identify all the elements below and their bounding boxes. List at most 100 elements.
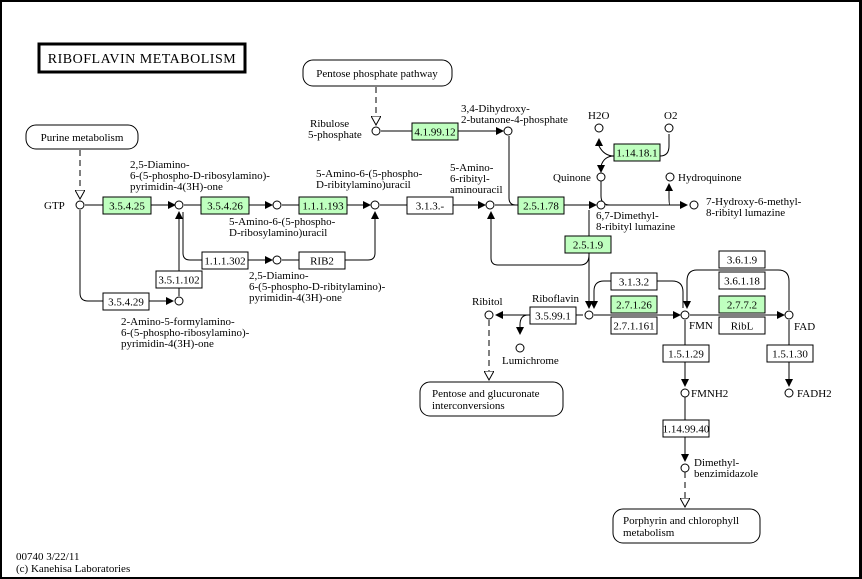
enzyme-3-6-1-18[interactable]: 3.6.1.18	[718, 271, 766, 290]
enzyme-box[interactable]	[718, 271, 766, 290]
compound-amino-ribosylamino-uracil[interactable]: 5-Amino-6-(5-phospho- D-ribosylamino)ura…	[229, 200, 336, 239]
enzyme-box[interactable]	[102, 196, 152, 215]
compound-dihydroxybutanone-phosphate[interactable]: 3,4-Dihydroxy- 2-butanone-4-phosphate	[461, 103, 568, 136]
compound-amino-ribitylamino-uracil[interactable]: 5-Amino-6-(5-phospho- D-ribitylamino)ura…	[316, 168, 423, 210]
enzyme-box[interactable]	[662, 419, 710, 438]
compound-ribulose-5-phosphate[interactable]: Ribulose 5-phosphate	[308, 118, 381, 141]
svg-text:6,7-Dimethyl-: 6,7-Dimethyl-	[596, 210, 659, 222]
enzyme-label: 1.14.18.1	[616, 148, 657, 160]
enzyme-box[interactable]	[406, 196, 454, 215]
enzyme-4-1-99-12[interactable]: 4.1.99.12	[411, 122, 459, 141]
enzyme-box[interactable]	[613, 143, 661, 162]
enzyme-label: 3.5.99.1	[535, 311, 571, 323]
enzyme-label: RIB2	[310, 256, 334, 268]
enzyme-3-5-4-25[interactable]: 3.5.4.25	[102, 196, 152, 215]
enzyme-box[interactable]	[610, 316, 658, 335]
enzyme-2-5-1-78[interactable]: 2.5.1.78	[517, 196, 565, 215]
enzyme-1-5-1-29[interactable]: 1.5.1.29	[662, 344, 710, 363]
enzyme-3-1-3-2[interactable]: 3.1.3.2	[610, 272, 658, 291]
copyright: (c) Kanehisa Laboratories	[16, 563, 130, 575]
enzyme-box[interactable]	[298, 251, 346, 270]
enzyme-label: 3.6.1.18	[724, 276, 760, 288]
enzyme-box[interactable]	[610, 272, 658, 291]
compound-quinone[interactable]: Quinone	[553, 172, 606, 184]
svg-text:Ribulose: Ribulose	[310, 118, 349, 130]
enzyme-label: 3.6.1.9	[727, 255, 758, 267]
pathway-pentose-glucuronate[interactable]: Pentose and glucuronate interconversions	[419, 381, 564, 417]
enzyme-ribl[interactable]: RibL	[718, 316, 766, 335]
compound-fmn[interactable]: FMN	[680, 310, 713, 332]
enzyme-3-5-4-29[interactable]: 3.5.4.29	[102, 292, 150, 311]
compound-amino-ribityl-aminouracil[interactable]: 5-Amino- 6-ribityl- aminouracil	[450, 162, 503, 210]
svg-text:pyrimidin-4(3H)-one: pyrimidin-4(3H)-one	[130, 181, 223, 193]
pathway-pentose-phosphate[interactable]: Pentose phosphate pathway	[302, 59, 453, 87]
enzyme-3-5-1-102[interactable]: 3.5.1.102	[155, 270, 203, 289]
enzyme-box[interactable]	[517, 196, 565, 215]
compound-fadh2[interactable]: FADH2	[784, 388, 832, 400]
svg-text:interconversions: interconversions	[432, 400, 505, 412]
compound-lumichrome[interactable]: Lumichrome	[502, 343, 559, 367]
enzyme-box[interactable]	[662, 344, 710, 363]
compound-dimethyl-ribityl-lumazine[interactable]: 6,7-Dimethyl- 8-ribityl lumazine	[596, 200, 675, 233]
svg-text:D-ribosylamino)uracil: D-ribosylamino)uracil	[229, 227, 327, 239]
enzyme-box[interactable]	[529, 306, 577, 325]
compound-dimethylbenzimidazole[interactable]: Dimethyl- benzimidazole	[680, 457, 758, 480]
svg-text:5-Amino-6-(5-phospho-: 5-Amino-6-(5-phospho-	[316, 168, 423, 180]
compound-h2o[interactable]: H2O	[588, 110, 609, 133]
pathway-porphyrin-chlorophyll[interactable]: Porphyrin and chlorophyll metabolism	[612, 508, 761, 544]
enzyme-1-5-1-30[interactable]: 1.5.1.30	[766, 344, 814, 363]
enzyme-box[interactable]	[718, 250, 766, 269]
enzyme-label: 1.14.99.40	[663, 424, 710, 436]
enzyme-box[interactable]	[411, 122, 459, 141]
compound-diamino-ribosylamino-pyrimidinone[interactable]: 2,5-Diamino- 6-(5-phospho-D-ribosylamino…	[130, 159, 270, 210]
compound-fmnh2[interactable]: FMNH2	[680, 388, 728, 400]
enzyme-3-6-1-9[interactable]: 3.6.1.9	[718, 250, 766, 269]
enzyme-3-5-4-26[interactable]: 3.5.4.26	[200, 196, 250, 215]
compound-o2[interactable]: O2	[664, 110, 677, 133]
enzyme-label: 3.1.3.2	[619, 277, 649, 289]
enzyme-3-1-3-x[interactable]: 3.1.3.-	[406, 196, 454, 215]
enzyme-box[interactable]	[155, 270, 203, 289]
enzyme-1-1-1-193[interactable]: 1.1.1.193	[298, 196, 348, 215]
enzyme-2-7-1-26[interactable]: 2.7.1.26	[610, 295, 658, 314]
svg-text:FAD: FAD	[794, 321, 815, 333]
enzyme-box[interactable]	[201, 251, 249, 270]
compound-hydroxy-methyl-ribityl-lumazine[interactable]: 7-Hydroxy-6-methyl- 8-ribityl lumazine	[689, 196, 802, 219]
compound-formylamino-pyrimidinone[interactable]: 2-Amino-5-formylamino- 6-(5-phospho-ribo…	[121, 296, 250, 350]
pathway-purine-metabolism[interactable]: Purine metabolism	[25, 124, 139, 150]
enzyme-boxes: 3.5.4.25 3.5.4.26 1.1.1.193 3.1.3.- 4.1.…	[102, 122, 814, 438]
compound-hydroquinone[interactable]: Hydroquinone	[665, 172, 742, 184]
enzyme-box[interactable]	[718, 316, 766, 335]
enzyme-2-7-7-2[interactable]: 2.7.7.2	[718, 295, 766, 314]
svg-text:H2O: H2O	[588, 110, 609, 122]
enzyme-1-1-1-302[interactable]: 1.1.1.302	[201, 251, 249, 270]
enzyme-box[interactable]	[298, 196, 348, 215]
enzyme-1-14-18-1[interactable]: 1.14.18.1	[613, 143, 661, 162]
compound-ribitol[interactable]: Ribitol	[472, 296, 503, 320]
enzyme-box[interactable]	[610, 295, 658, 314]
enzyme-label: 3.5.4.26	[207, 201, 243, 213]
enzyme-label: 1.5.1.30	[772, 349, 808, 361]
svg-text:Pentose and glucuronate: Pentose and glucuronate	[432, 388, 540, 400]
compound-diamino-ribitylamino-pyrimidinone[interactable]: 2,5-Diamino- 6-(5-phospho-D-ribitylamino…	[249, 255, 386, 304]
enzyme-box[interactable]	[200, 196, 250, 215]
enzyme-box[interactable]	[102, 292, 150, 311]
svg-text:2,5-Diamino-: 2,5-Diamino-	[130, 159, 190, 171]
enzyme-label: 2.7.7.2	[727, 300, 757, 312]
enzyme-label: 3.1.3.-	[416, 201, 445, 213]
enzyme-2-5-1-9[interactable]: 2.5.1.9	[564, 235, 612, 254]
compound-fad[interactable]: FAD	[784, 310, 815, 333]
enzyme-box[interactable]	[766, 344, 814, 363]
compound-gtp[interactable]: GTP	[44, 200, 85, 212]
enzyme-2-7-1-161[interactable]: 2.7.1.161	[610, 316, 658, 335]
enzyme-box[interactable]	[718, 295, 766, 314]
enzyme-rib2[interactable]: RIB2	[298, 251, 346, 270]
svg-text:Lumichrome: Lumichrome	[502, 355, 559, 367]
compound-riboflavin[interactable]: Riboflavin	[532, 293, 594, 320]
enzyme-label: 3.5.1.102	[158, 275, 199, 287]
enzyme-1-14-99-40[interactable]: 1.14.99.40	[662, 419, 710, 438]
svg-text:6-(5-phospho-D-ribosylamino)-: 6-(5-phospho-D-ribosylamino)-	[130, 170, 270, 182]
enzyme-3-5-99-1[interactable]: 3.5.99.1	[529, 306, 577, 325]
enzyme-box[interactable]	[564, 235, 612, 254]
